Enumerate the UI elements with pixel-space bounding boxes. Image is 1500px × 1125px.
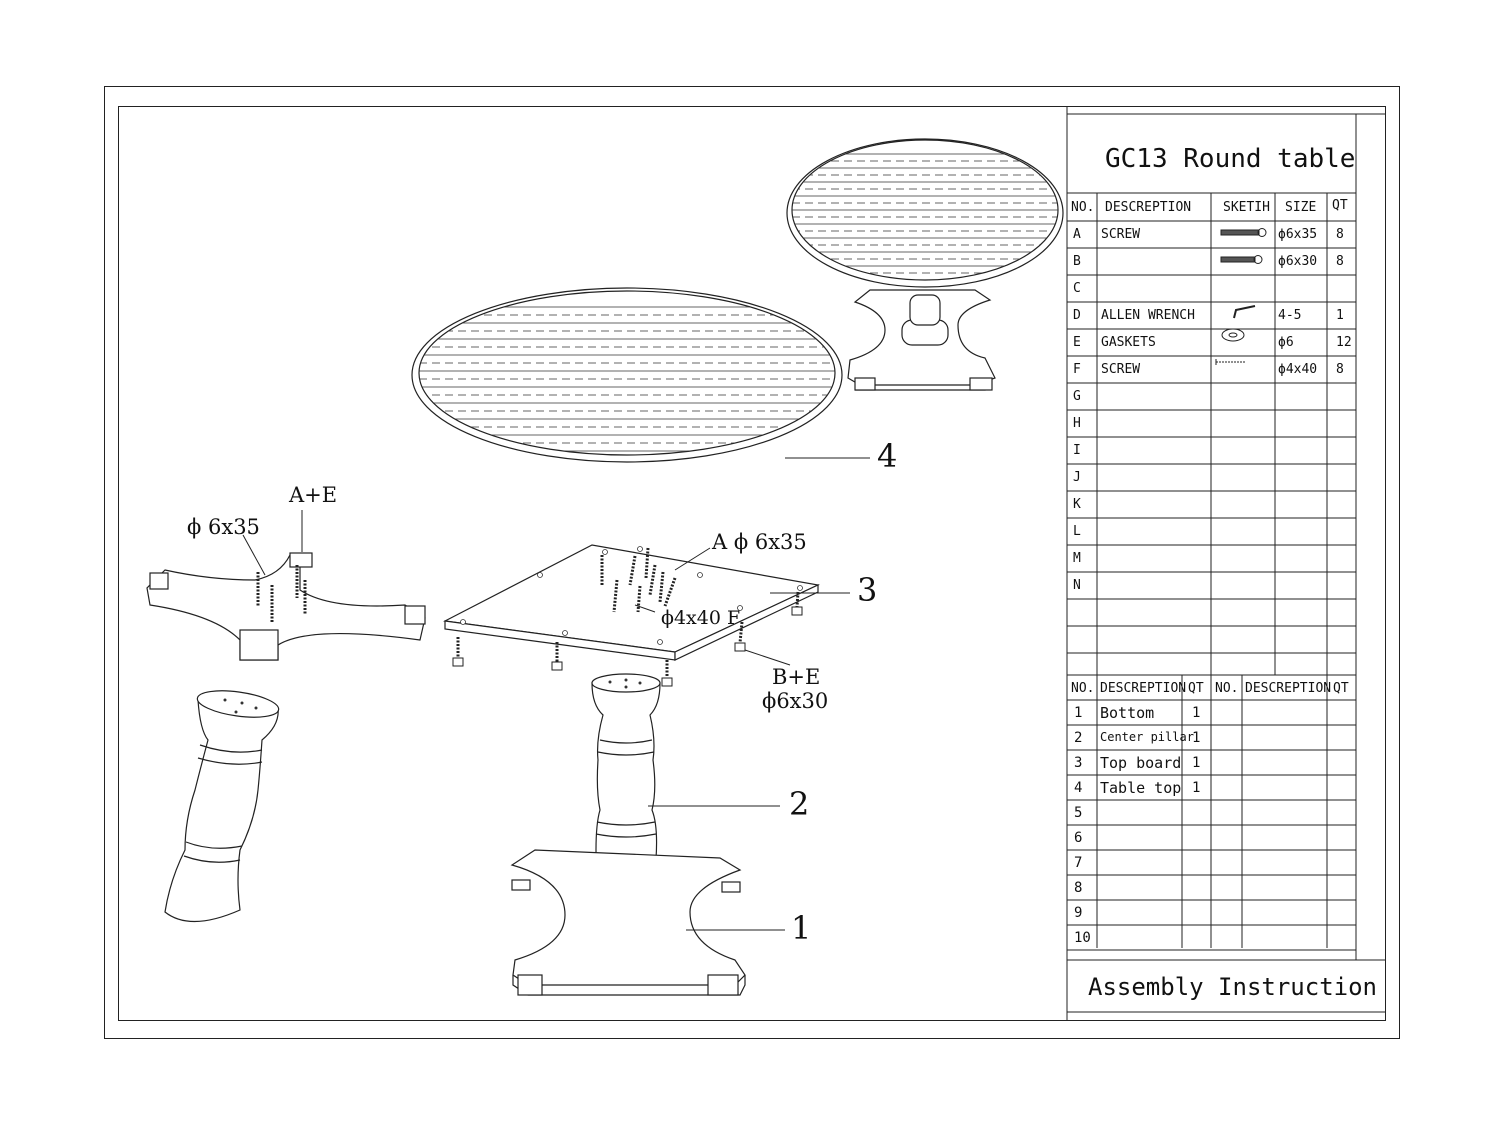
callout-b-plus-e: B+E: [772, 665, 821, 689]
parts-row-description: SCREW: [1101, 227, 1141, 242]
component-row-no: 9: [1074, 905, 1083, 921]
center-pillar-part: [583, 673, 669, 916]
components-header-qty: QT: [1188, 681, 1204, 696]
callout-part-3: 3: [857, 571, 878, 609]
parts-row-qty: 12: [1336, 335, 1352, 350]
top-board-part: [443, 544, 820, 687]
wood-screw-icon: [1215, 359, 1246, 365]
parts-row-no: A: [1073, 227, 1081, 242]
component-row-no: 5: [1074, 805, 1083, 821]
allen-wrench-icon: [1233, 305, 1256, 319]
parts-row-no: G: [1073, 389, 1081, 404]
component-row-description: Bottom: [1100, 704, 1155, 722]
parts-row-description: GASKETS: [1101, 335, 1156, 350]
parts-header-description: DESCREPTION: [1105, 200, 1192, 215]
parts-row-no: H: [1073, 416, 1081, 431]
component-row-no: 1: [1074, 705, 1083, 721]
parts-row-no: B: [1073, 254, 1081, 269]
parts-header-no: NO.: [1071, 200, 1095, 215]
parts-row-no: K: [1073, 497, 1081, 512]
component-row-no: 10: [1074, 930, 1091, 946]
assembled-table-preview: [786, 138, 1064, 391]
component-row-description: Top board: [1100, 754, 1182, 772]
drawing-footer-title: Assembly Instruction: [1088, 973, 1377, 1001]
component-row-no: 2: [1074, 730, 1083, 746]
callout-part-1: 1: [791, 909, 812, 947]
callout-phi-4x40-f: ϕ4x40 F: [661, 607, 741, 629]
table-top-part: [411, 287, 843, 463]
component-row-no: 8: [1074, 880, 1083, 896]
components-header-description-2: DESCREPTION: [1245, 681, 1332, 696]
component-row-description: Table top: [1100, 779, 1182, 797]
components-header-no-2: NO.: [1215, 681, 1239, 696]
parts-row-size: 4-5: [1278, 308, 1302, 323]
bottom-part: [510, 849, 746, 996]
parts-row-size: ϕ6x35: [1278, 227, 1318, 242]
screw-short-icon: [1220, 255, 1263, 264]
leader-lines: [242, 457, 870, 931]
components-header-description: DESCREPTION: [1100, 681, 1187, 696]
parts-header-sketch: SKETIH: [1223, 200, 1270, 215]
title-block-grid: [1066, 106, 1385, 1021]
parts-row-no: J: [1073, 470, 1081, 485]
parts-row-no: D: [1073, 308, 1081, 323]
parts-row-qty: 8: [1336, 362, 1344, 377]
component-row-no: 6: [1074, 830, 1083, 846]
component-row-no: 7: [1074, 855, 1083, 871]
callout-phi-6x35-left: ϕ 6x35: [187, 515, 260, 539]
component-row-qty: 1: [1192, 755, 1201, 771]
callout-part-2: 2: [789, 785, 810, 823]
component-row-qty: 1: [1192, 705, 1201, 721]
pillar-side-view: [164, 690, 280, 923]
callout-a-plus-e: A+E: [289, 483, 338, 507]
parts-row-description: SCREW: [1101, 362, 1141, 377]
parts-row-no: N: [1073, 578, 1081, 593]
parts-row-qty: 8: [1336, 254, 1344, 269]
component-row-qty: 1: [1192, 780, 1201, 796]
screw-long-icon: [1220, 228, 1267, 237]
parts-row-no: L: [1073, 524, 1081, 539]
parts-header-size: SIZE: [1285, 200, 1317, 215]
component-row-no: 3: [1074, 755, 1083, 771]
drawing-inner-frame: [118, 106, 1386, 1021]
parts-row-size: ϕ4x40: [1278, 362, 1318, 377]
callout-phi-6x30: ϕ6x30: [762, 689, 829, 713]
drawing-title: GC13 Round table: [1105, 144, 1356, 174]
parts-row-no: C: [1073, 281, 1081, 296]
parts-row-no: F: [1073, 362, 1081, 377]
parts-row-size: ϕ6x30: [1278, 254, 1318, 269]
callout-part-4: 4: [877, 437, 898, 475]
component-row-no: 4: [1074, 780, 1083, 796]
component-row-qty: 1: [1192, 730, 1201, 746]
parts-row-no: I: [1073, 443, 1081, 458]
parts-row-qty: 8: [1336, 227, 1344, 242]
parts-row-no: M: [1073, 551, 1081, 566]
parts-row-description: ALLEN WRENCH: [1101, 308, 1195, 323]
components-header-qty-2: QT: [1333, 681, 1349, 696]
washer-icon: [1221, 328, 1245, 342]
parts-row-qty: 1: [1336, 308, 1344, 323]
callout-a-phi-6x35: A ϕ 6x35: [712, 530, 807, 554]
parts-header-qty: QT: [1332, 198, 1348, 213]
parts-row-no: E: [1073, 335, 1081, 350]
drawing-outer-frame: [104, 86, 1400, 1039]
base-side-view: [146, 552, 426, 661]
components-header-no: NO.: [1071, 681, 1095, 696]
parts-row-size: ϕ6: [1278, 335, 1294, 350]
component-row-description: Center pillar: [1100, 730, 1194, 744]
